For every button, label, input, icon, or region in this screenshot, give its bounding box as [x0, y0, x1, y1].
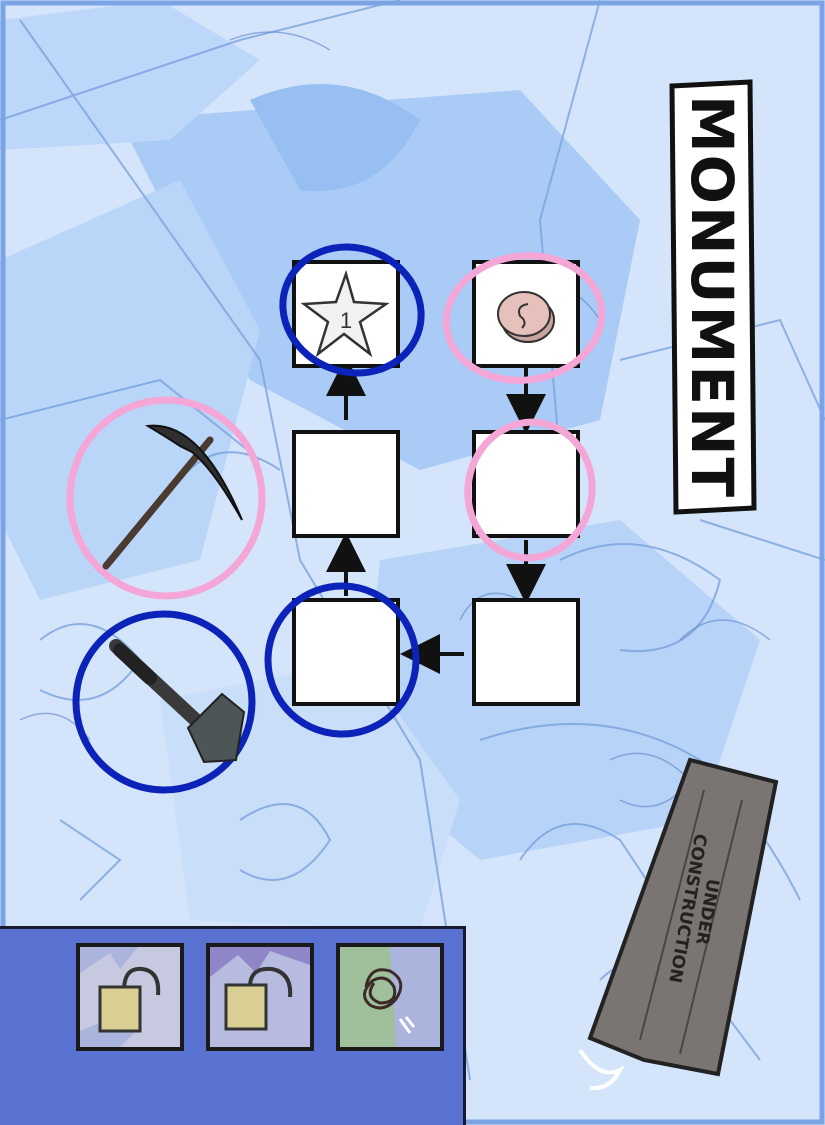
lock-icon: [80, 947, 180, 1047]
star-value: 1: [340, 308, 352, 333]
track-space-4[interactable]: [292, 598, 400, 706]
track-space-end[interactable]: 1: [292, 260, 400, 368]
coin-icon: [497, 291, 555, 343]
track-space-5[interactable]: [292, 430, 400, 538]
locked-slot-1[interactable]: [76, 943, 184, 1051]
inventory-toolbar: [0, 926, 466, 1125]
scribble-icon: [340, 947, 416, 1047]
track-space-3[interactable]: [472, 598, 580, 706]
star-icon: 1: [300, 269, 390, 358]
track-space-start[interactable]: [472, 260, 580, 368]
track-space-2[interactable]: [472, 430, 580, 538]
title-banner-frame: [669, 79, 757, 515]
lock-icon: [210, 951, 310, 1047]
scribble-slot[interactable]: [336, 943, 444, 1051]
locked-slot-2[interactable]: [206, 943, 314, 1051]
title-banner: MONUMENT: [666, 78, 758, 516]
